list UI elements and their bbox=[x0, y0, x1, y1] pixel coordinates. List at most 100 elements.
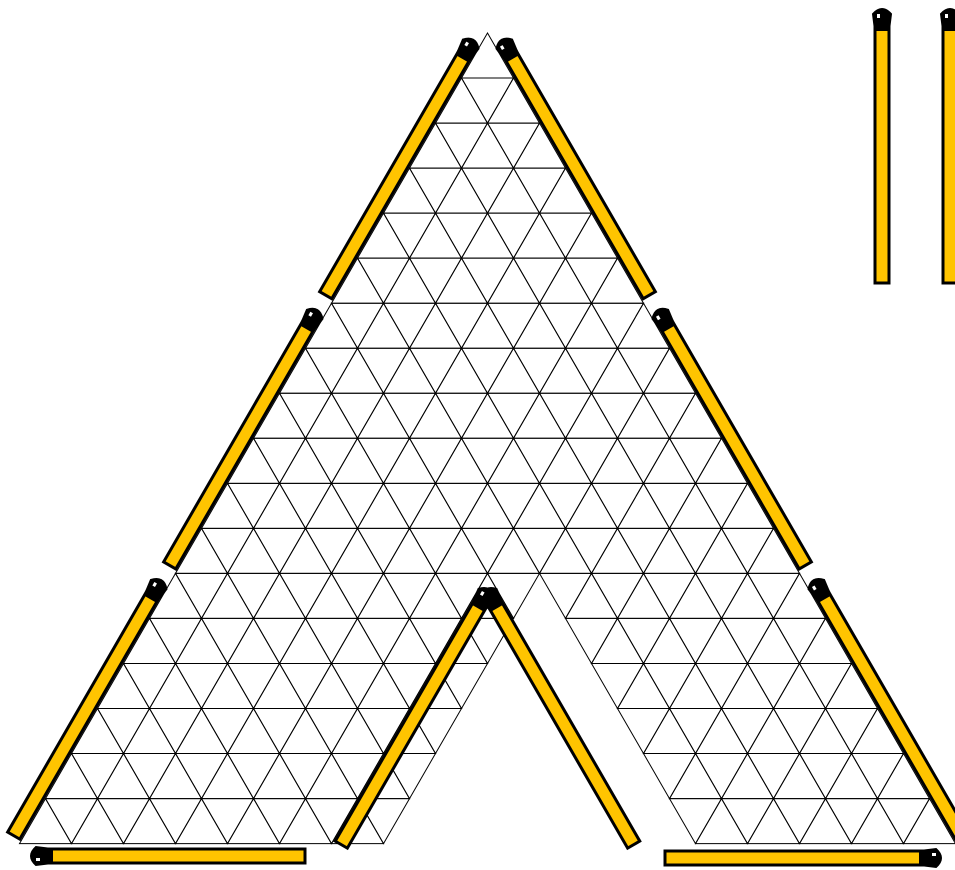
grid-cell bbox=[254, 708, 306, 753]
grid-cell bbox=[358, 618, 410, 663]
match-stick bbox=[487, 597, 640, 848]
grid-cell bbox=[358, 573, 410, 618]
grid-cell bbox=[358, 258, 410, 303]
grid-cell bbox=[98, 708, 150, 753]
grid-cell bbox=[436, 528, 488, 573]
grid-cell bbox=[514, 258, 566, 303]
grid-cell bbox=[566, 483, 618, 528]
grid-cell bbox=[592, 573, 644, 618]
grid-cell bbox=[644, 483, 696, 528]
grid-cell bbox=[358, 438, 410, 483]
spare-matches-area bbox=[873, 9, 955, 283]
grid-cell bbox=[124, 754, 176, 799]
grid-cell bbox=[202, 708, 254, 753]
grid-cell bbox=[722, 708, 774, 753]
grid-cell bbox=[254, 438, 306, 483]
match-bottom-right-inner[interactable] bbox=[334, 585, 497, 849]
match-bottom-right-base[interactable] bbox=[665, 849, 941, 867]
grid-cell bbox=[670, 618, 722, 663]
grid-cell bbox=[280, 618, 332, 663]
grid-cell bbox=[176, 663, 228, 708]
grid-cell bbox=[254, 754, 306, 799]
grid-cell bbox=[696, 573, 748, 618]
grid-cell bbox=[280, 708, 332, 753]
match-head-highlight bbox=[36, 858, 40, 861]
match-stick bbox=[44, 849, 305, 863]
matches-layer bbox=[6, 35, 955, 867]
grid-cell bbox=[618, 573, 670, 618]
grid-cell bbox=[852, 799, 904, 844]
grid-cell bbox=[592, 483, 644, 528]
grid-cell bbox=[384, 438, 436, 483]
grid-cell bbox=[332, 528, 384, 573]
grid-cell bbox=[514, 528, 566, 573]
grid-cell bbox=[826, 708, 878, 753]
grid-cell bbox=[124, 708, 176, 753]
grid-cell bbox=[514, 483, 566, 528]
grid-cell bbox=[696, 483, 748, 528]
grid-cell bbox=[228, 663, 280, 708]
grid-cell bbox=[800, 799, 852, 844]
grid-cell bbox=[306, 483, 358, 528]
match-bottom-left-base[interactable] bbox=[31, 847, 305, 865]
grid-cell bbox=[488, 348, 540, 393]
grid-cell bbox=[722, 663, 774, 708]
grid-cell bbox=[748, 573, 800, 618]
grid-cell bbox=[774, 799, 826, 844]
match-stick bbox=[320, 48, 473, 299]
grid-cell bbox=[540, 393, 592, 438]
match-stick bbox=[658, 318, 811, 569]
grid-cell bbox=[514, 393, 566, 438]
grid-cell bbox=[436, 483, 488, 528]
grid-cell bbox=[644, 663, 696, 708]
grid-cell bbox=[618, 618, 670, 663]
spare-match-1[interactable] bbox=[873, 9, 891, 283]
grid-cell bbox=[618, 483, 670, 528]
grid-cell bbox=[410, 573, 462, 618]
grid-cell bbox=[592, 348, 644, 393]
grid-cell bbox=[800, 663, 852, 708]
grid-cell bbox=[176, 799, 228, 844]
grid-cell bbox=[150, 799, 202, 844]
match-middle-right[interactable] bbox=[650, 305, 813, 569]
grid-cell bbox=[696, 663, 748, 708]
grid-cell bbox=[514, 213, 566, 258]
grid-cell bbox=[306, 438, 358, 483]
grid-cell bbox=[774, 708, 826, 753]
grid-cell bbox=[514, 438, 566, 483]
grid-cell bbox=[384, 348, 436, 393]
grid-cell bbox=[644, 573, 696, 618]
grid-cell bbox=[384, 573, 436, 618]
grid-cell bbox=[618, 708, 670, 753]
grid-cell bbox=[410, 213, 462, 258]
grid-cell bbox=[748, 618, 800, 663]
grid-cell bbox=[358, 303, 410, 348]
match-top-right[interactable] bbox=[494, 35, 657, 299]
grid-cell bbox=[774, 618, 826, 663]
grid-cell bbox=[514, 303, 566, 348]
grid-cell bbox=[306, 618, 358, 663]
grid-cell bbox=[488, 438, 540, 483]
grid-cell bbox=[462, 438, 514, 483]
grid-cell bbox=[722, 528, 774, 573]
spare-match-2[interactable] bbox=[941, 9, 955, 283]
match-bottom-left-outer[interactable] bbox=[6, 576, 169, 840]
grid-cell bbox=[436, 438, 488, 483]
match-middle-left[interactable] bbox=[162, 305, 325, 569]
grid-cell bbox=[748, 754, 800, 799]
match-top-left[interactable] bbox=[318, 35, 481, 299]
grid-cell bbox=[202, 799, 254, 844]
grid-cell bbox=[358, 483, 410, 528]
grid-cell bbox=[228, 528, 280, 573]
match-head-icon bbox=[31, 847, 52, 865]
match-head-highlight bbox=[877, 14, 880, 18]
grid-cell bbox=[722, 618, 774, 663]
grid-cell bbox=[228, 799, 280, 844]
grid-cell bbox=[202, 618, 254, 663]
match-bottom-left-inner[interactable] bbox=[478, 585, 641, 849]
grid-cell bbox=[592, 438, 644, 483]
match-bottom-right-outer[interactable] bbox=[806, 576, 955, 840]
grid-cell bbox=[410, 438, 462, 483]
grid-cell bbox=[280, 573, 332, 618]
